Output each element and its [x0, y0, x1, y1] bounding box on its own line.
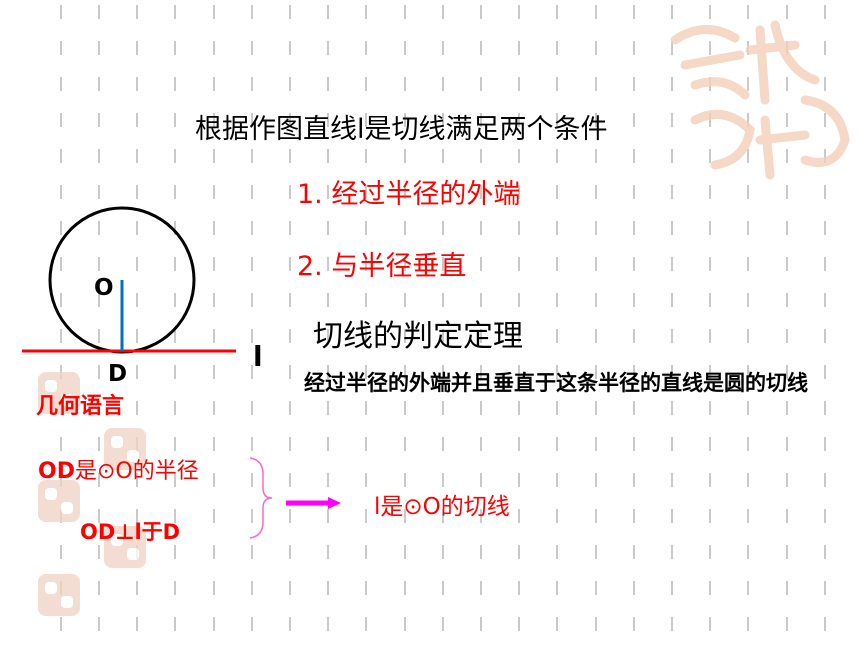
premise-radius-rest: 是⊙O的半径 [74, 459, 199, 484]
theorem-title: 切线的判定定理 [313, 319, 523, 354]
decorative-seal-2 [104, 428, 146, 470]
geometry-language-heading: 几何语言 [36, 394, 125, 419]
slide-title: 根据作图直线l是切线满足两个条件 [195, 114, 608, 145]
line-label-l: l [253, 340, 263, 373]
decorative-watermark [670, 20, 850, 180]
arrow-right-icon [286, 497, 341, 509]
center-label-o: O [94, 275, 114, 301]
premise-perpendicular: OD⊥l于D [80, 520, 181, 544]
decorative-seal-3 [38, 480, 80, 522]
point-label-d: D [108, 361, 128, 387]
condition-1: 1. 经过半径的外端 [297, 179, 521, 210]
premise-radius: OD是⊙O的半径 [38, 453, 199, 485]
right-brace [249, 457, 273, 539]
decorative-seal-5 [38, 574, 80, 616]
decorative-seal-1 [38, 372, 80, 414]
premise-radius-od: OD [38, 459, 75, 484]
theorem-statement: 经过半径的外端并且垂直于这条半径的直线是圆的切线 [304, 371, 808, 395]
condition-2: 2. 与半径垂直 [297, 251, 467, 282]
conclusion-tangent: l是⊙O的切线 [374, 494, 510, 520]
decorative-seal-4 [104, 526, 146, 568]
